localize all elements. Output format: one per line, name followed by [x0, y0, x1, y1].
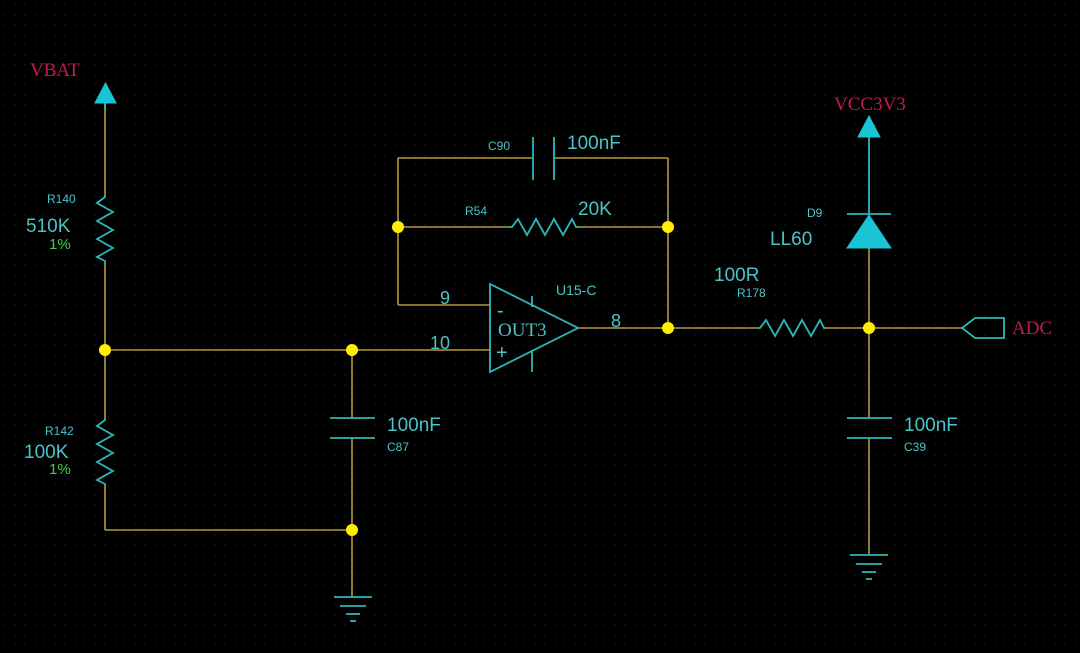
ground-symbol-right [850, 554, 888, 580]
vcc3v3-label: VCC3V3 [834, 94, 906, 115]
opamp-u15c: - + OUT3 U15-C 9 10 8 [430, 282, 621, 374]
opamp-plus-sign: + [496, 342, 508, 364]
r54-value: 20K [578, 199, 612, 220]
capacitor-c87: 100nF C87 [330, 415, 441, 454]
diode-icon [846, 214, 892, 249]
diode-d9: D9 LL60 [770, 206, 892, 250]
r140-value: 510K [26, 216, 71, 237]
capacitor-c39: 100nF C39 [847, 415, 958, 454]
r54-designator: R54 [465, 204, 487, 218]
opamp-pin-10: 10 [430, 333, 450, 353]
resistor-r54: R54 20K [465, 199, 612, 237]
d9-designator: D9 [807, 206, 823, 220]
r140-tolerance: 1% [49, 236, 71, 253]
d9-value: LL60 [770, 229, 812, 250]
c39-designator: C39 [904, 440, 926, 454]
r178-value: 100R [714, 265, 759, 286]
adc-label: ADC [1012, 318, 1052, 339]
resistor-r178: 100R R178 [714, 265, 826, 338]
r142-value: 100K [24, 442, 69, 463]
resistor-r140: R140 510K 1% [26, 192, 115, 263]
capacitor-c90: C90 100nF [488, 133, 621, 180]
opamp-designator: U15-C [556, 282, 596, 298]
c87-designator: C87 [387, 440, 409, 454]
opamp-pin-9: 9 [440, 288, 450, 308]
r140-designator: R140 [47, 192, 76, 206]
r142-tolerance: 1% [49, 461, 71, 478]
resistor-r142: R142 100K 1% [24, 418, 115, 486]
junction-dot [662, 322, 674, 334]
opamp-pin-8: 8 [611, 311, 621, 331]
opamp-name: OUT3 [498, 320, 547, 341]
junctions [99, 221, 875, 536]
junction-dot [662, 221, 674, 233]
junction-dot [863, 322, 875, 334]
r178-designator: R178 [737, 286, 766, 300]
junction-dot [99, 344, 111, 356]
junction-dot [346, 344, 358, 356]
adc-port: ADC [960, 317, 1052, 339]
opamp-minus-sign: - [497, 300, 504, 322]
vbat-label: VBAT [30, 60, 80, 81]
junction-dot [346, 524, 358, 536]
vbat-power-port: VBAT [30, 60, 117, 110]
junction-dot [392, 221, 404, 233]
c90-designator: C90 [488, 139, 510, 153]
ground-symbol-left [334, 596, 372, 622]
c90-value: 100nF [567, 133, 621, 154]
c39-value: 100nF [904, 415, 958, 436]
c87-value: 100nF [387, 415, 441, 436]
r142-designator: R142 [45, 424, 74, 438]
vcc3v3-power-port: VCC3V3 [834, 94, 906, 214]
